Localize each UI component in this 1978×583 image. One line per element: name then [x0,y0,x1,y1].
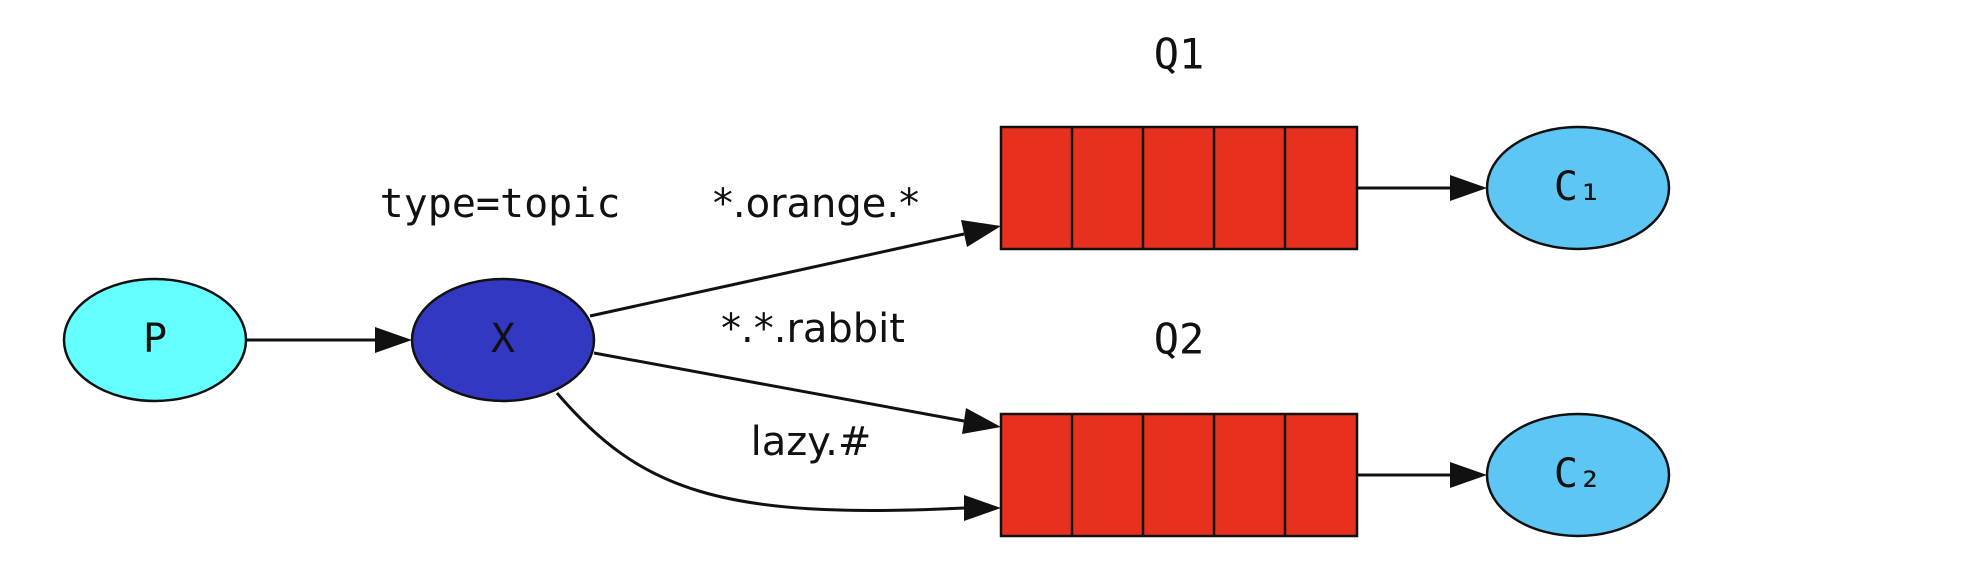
edge-exchange-to-q1 [589,232,965,318]
binding-label-orange: *.orange.* [713,181,919,227]
producer-node: P [62,277,248,403]
exchange-node: X [410,277,596,403]
queue-q2-label: Q2 [1154,315,1205,364]
consumer1-label: C₁ [1554,164,1602,210]
queue-q1 [999,125,1359,251]
queue-q1-label: Q1 [1154,30,1205,79]
producer-label: P [143,316,167,362]
queue-q2 [999,412,1359,538]
edge-exchange-to-q2-rabbit [593,351,965,423]
arrowhead-exchange-to-q1 [961,220,1001,247]
arrowhead-q2-to-consumer2 [1450,462,1487,488]
edges [246,175,1487,521]
binding-label-rabbit: *.*.rabbit [721,306,905,352]
edge-exchange-to-q2-lazy [555,392,965,513]
arrowhead-q1-to-consumer1 [1450,175,1487,201]
consumer2-label: C₂ [1554,451,1602,497]
consumer2-node: C₂ [1485,412,1671,538]
consumer1-node: C₁ [1485,125,1671,251]
binding-label-lazy: lazy.# [751,419,872,465]
exchange-label: X [491,316,515,362]
arrowhead-exchange-to-q2-rabbit [962,408,1001,434]
exchange-type-label: type=topic [380,181,621,227]
arrowhead-exchange-to-q2-lazy [964,495,1001,521]
arrowhead-producer-to-exchange [375,327,412,353]
